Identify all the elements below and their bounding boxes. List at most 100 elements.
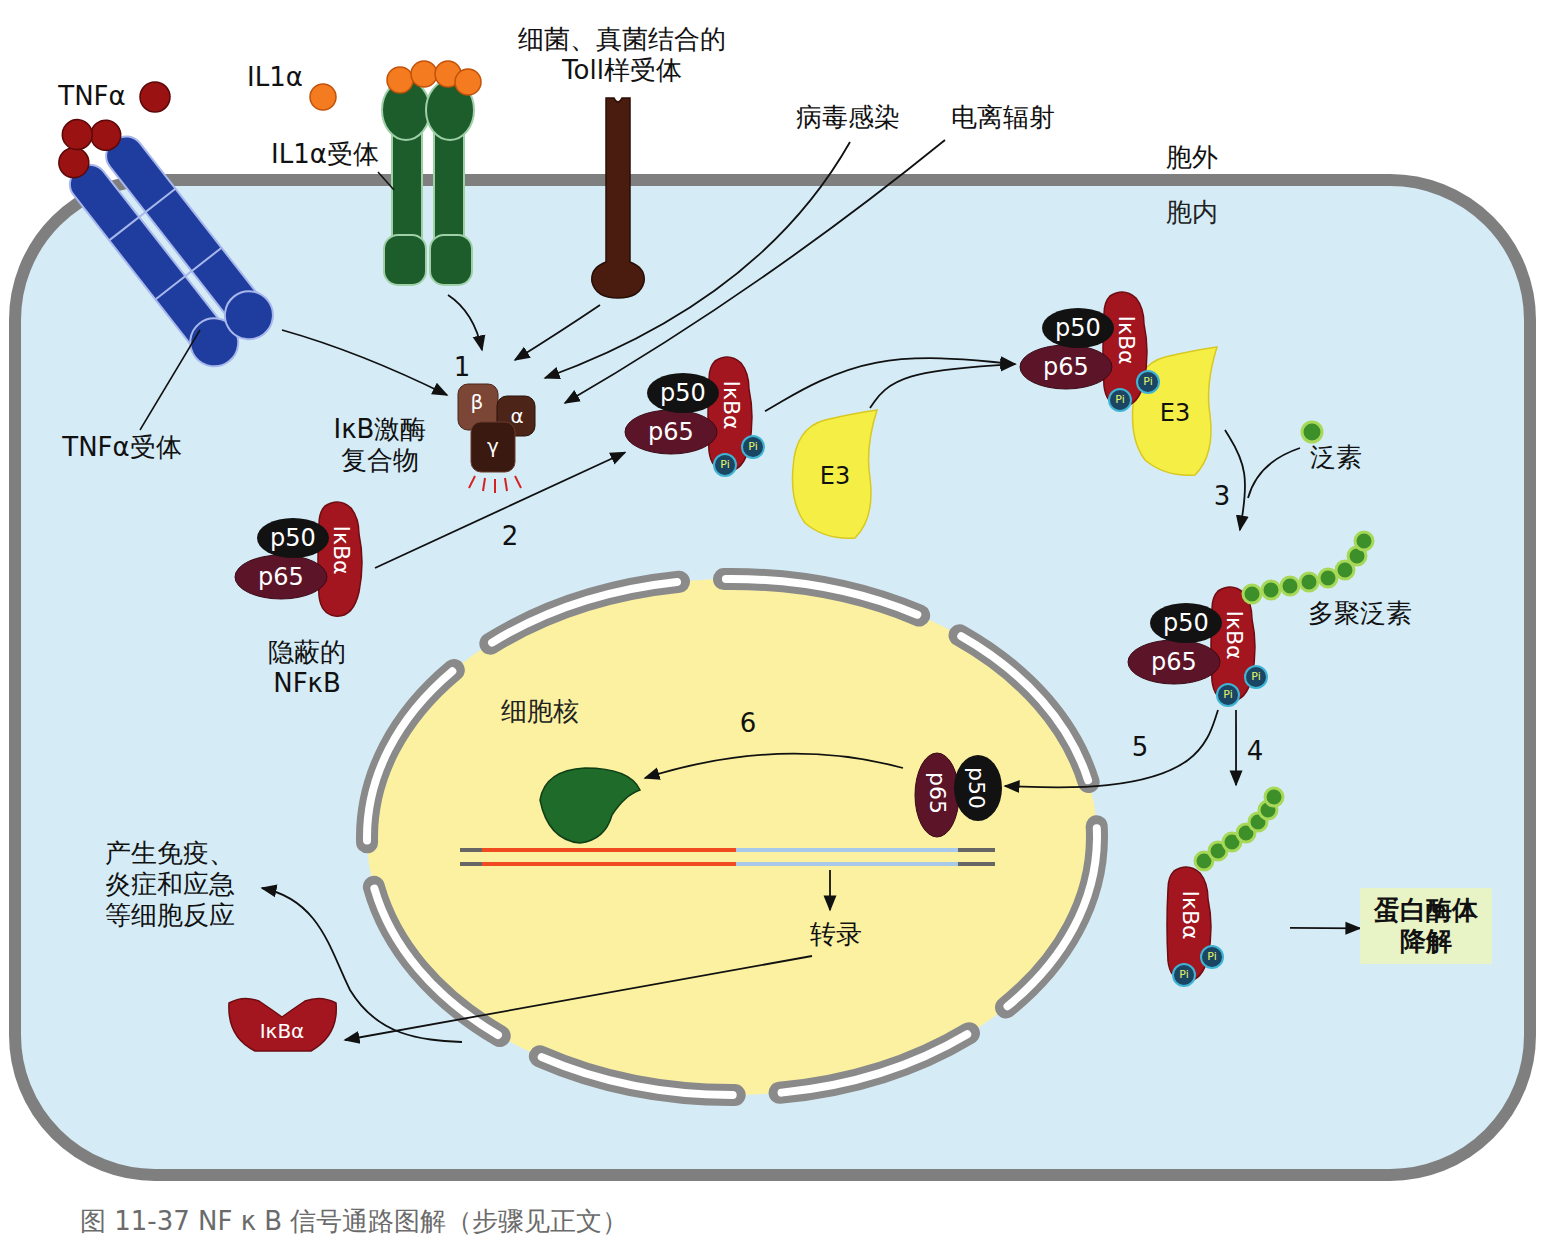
node-text: Pi bbox=[1251, 670, 1260, 683]
phosphate-dot bbox=[1201, 946, 1223, 968]
tnf-ligand bbox=[53, 142, 95, 184]
ubiquitin-chain bbox=[1195, 788, 1283, 870]
p50-shape bbox=[954, 755, 1002, 821]
p50-shape bbox=[1150, 603, 1222, 643]
ubiquitin bbox=[1302, 422, 1322, 442]
tnf-ligand bbox=[40, 100, 128, 184]
tnf-ligand bbox=[140, 82, 170, 112]
node-text: E3 bbox=[1160, 399, 1190, 428]
activation-rays bbox=[469, 476, 475, 488]
signal-arrow bbox=[282, 140, 945, 403]
active-nfkb: p65 p50 bbox=[910, 748, 1005, 843]
callout-label: TNFα受体 bbox=[62, 432, 181, 463]
nfkb-complex-shape bbox=[1128, 587, 1267, 706]
gamma-subunit bbox=[471, 422, 515, 472]
ubiquitin-chain bbox=[1319, 569, 1337, 587]
activation-rays bbox=[469, 476, 521, 493]
il1-ligand bbox=[455, 69, 481, 95]
leader-line bbox=[378, 172, 394, 190]
callout-label: 6 bbox=[740, 708, 757, 739]
phosphate-dot bbox=[1137, 371, 1159, 393]
figure-caption: 图 11-37 NF κ B 信号通路图解（步骤见正文） bbox=[80, 1206, 628, 1237]
process-arrow bbox=[829, 870, 831, 910]
toll-receptor bbox=[592, 98, 644, 298]
node-text: Pi bbox=[1179, 968, 1188, 981]
step-number: 4 bbox=[1244, 736, 1267, 767]
pathway-arrow bbox=[1225, 430, 1245, 530]
signal-arrow bbox=[515, 305, 600, 360]
signal-arrow bbox=[282, 330, 447, 395]
step-number: 2 bbox=[499, 521, 522, 552]
node-text: p65 bbox=[924, 772, 950, 814]
dna bbox=[482, 850, 736, 864]
node-text: α bbox=[510, 404, 523, 428]
ubiquitin-chain bbox=[1262, 581, 1280, 599]
p50-shape bbox=[647, 373, 719, 413]
il1-receptor bbox=[430, 235, 472, 285]
step-number: 3 bbox=[1211, 481, 1234, 512]
node-text: p65 bbox=[648, 418, 694, 447]
p65-shape bbox=[1020, 345, 1112, 389]
callout-label: 1 bbox=[454, 352, 471, 383]
nfkb-complex: p50p65IκBα隐蔽的 NFκB bbox=[235, 500, 375, 700]
p65-shape bbox=[625, 410, 717, 454]
leader-line bbox=[140, 330, 200, 430]
tnf-ligand bbox=[56, 114, 98, 156]
node-text: IκBα bbox=[1221, 610, 1247, 659]
nfkb-complex: p50p65IκBαPiPi bbox=[625, 355, 765, 480]
node-text: p50 bbox=[270, 524, 316, 553]
signal-arrow bbox=[448, 295, 482, 350]
callout-label: 病毒感染 bbox=[796, 102, 900, 133]
new-ikb: IκBα bbox=[225, 995, 340, 1055]
node-text: p50 bbox=[963, 767, 989, 809]
callout-label: IκB激酶 复合物 bbox=[323, 414, 438, 476]
node-text: p50 bbox=[1055, 314, 1101, 343]
p50-shape bbox=[257, 518, 329, 558]
transcription-factor bbox=[540, 768, 640, 843]
node-text: β bbox=[471, 390, 484, 414]
node-text: p65 bbox=[258, 563, 304, 592]
node-text: γ bbox=[487, 434, 499, 458]
pathway-arrow bbox=[1290, 927, 1360, 929]
nfkb-complex-shape bbox=[1020, 292, 1159, 411]
node-text: p50 bbox=[660, 379, 706, 408]
process-arrow bbox=[345, 956, 812, 1040]
callout-label: TNFα bbox=[58, 81, 125, 112]
node-text: Pi bbox=[1143, 375, 1152, 388]
dna bbox=[736, 850, 958, 864]
node-text: Pi bbox=[748, 440, 757, 453]
tnf-receptor bbox=[99, 130, 267, 331]
ikb-ubiquitinated-outline bbox=[1160, 785, 1290, 995]
node-text: Pi bbox=[720, 458, 729, 471]
callout-label: 电离辐射 bbox=[951, 102, 1055, 133]
dna bbox=[460, 850, 995, 864]
e3-shape bbox=[793, 410, 878, 538]
nucleus: p65 p50 细胞核 bbox=[355, 565, 1110, 1110]
nucleus-fill bbox=[367, 579, 1097, 1095]
tnf-receptor bbox=[60, 127, 283, 376]
signal-arrow bbox=[545, 142, 850, 378]
node-text: IκBα bbox=[328, 525, 354, 574]
ikb-ubiquitinated: IκBαPiPi bbox=[1160, 785, 1290, 995]
cell: βαγp50p65IκBα隐蔽的 NFκBp50p65IκBαPiPiE3p50… bbox=[9, 174, 1536, 1181]
node-text: 胞内 bbox=[1166, 197, 1218, 228]
ikb-shape bbox=[318, 502, 362, 616]
callout-label: 产生免疫、 炎症和应急 等细胞反应 bbox=[96, 838, 244, 932]
nuclear-envelope bbox=[367, 579, 1097, 1095]
ubiquitin-chain bbox=[1355, 532, 1373, 550]
node-text: IκBα bbox=[718, 380, 744, 429]
il1-receptor bbox=[384, 235, 426, 285]
phosphate-dot bbox=[1173, 964, 1195, 986]
tnf-receptor bbox=[63, 158, 231, 359]
node-text: 细胞核 bbox=[501, 696, 579, 727]
il1-receptor bbox=[392, 125, 422, 245]
node-text: IκBα bbox=[1113, 315, 1139, 364]
il1-receptor bbox=[426, 80, 474, 140]
callout-label: IL1α受体 bbox=[271, 139, 379, 170]
tnf-ligand bbox=[85, 114, 127, 156]
dna bbox=[460, 850, 995, 864]
il1-receptor bbox=[382, 80, 474, 285]
